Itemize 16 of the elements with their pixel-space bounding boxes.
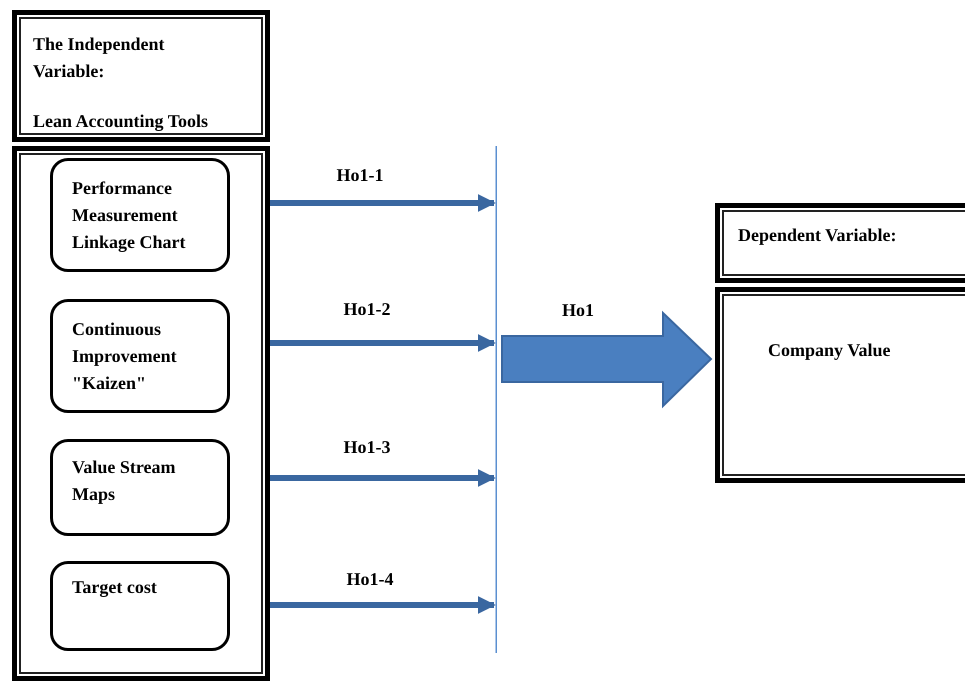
box-label: Dependent Variable:: [738, 224, 898, 247]
box-label: Company Value: [768, 339, 892, 362]
rounded-box: [50, 158, 230, 272]
rounded-box: [50, 299, 230, 413]
rounded-box: [50, 439, 230, 536]
text-box: [715, 287, 965, 483]
text-box: [12, 10, 270, 142]
box-label: Performance Measurement Linkage Chart: [72, 177, 187, 254]
rounded-box: [50, 561, 230, 651]
text-box: [715, 203, 965, 283]
box-label: Lean Accounting Tools: [33, 110, 210, 133]
box-label: Continuous Improvement "Kaizen": [72, 318, 178, 395]
box-heading: The Independent Variable:: [33, 33, 166, 83]
group-box: [12, 146, 270, 681]
box-label: Value Stream Maps: [72, 456, 176, 506]
box-label: Target cost: [72, 576, 158, 599]
